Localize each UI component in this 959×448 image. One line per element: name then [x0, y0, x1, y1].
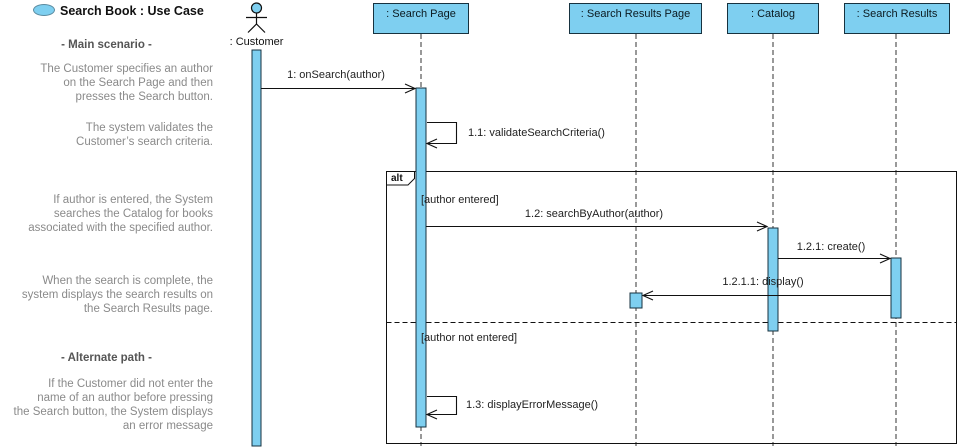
guard-author-entered: [author entered] — [421, 194, 499, 206]
diagram-title: Search Book : Use Case — [60, 4, 204, 18]
activation-search-results[interactable] — [890, 257, 902, 319]
alt-fragment-frame[interactable] — [386, 171, 957, 444]
note-heading-main-scenario: - Main scenario - — [61, 39, 152, 51]
activation-search-page[interactable] — [415, 87, 427, 428]
actor-customer-icon[interactable] — [246, 2, 267, 33]
message-validate-label: 1.1: validateSearchCriteria() — [468, 127, 605, 139]
message-onsearch-arrow[interactable] — [261, 83, 417, 94]
message-displayerror-label: 1.3: displayErrorMessage() — [466, 399, 599, 411]
activation-customer[interactable] — [251, 49, 262, 447]
lifeline-head-catalog[interactable]: : Catalog — [727, 3, 819, 34]
lifeline-head-search-page-label: : Search Page — [386, 8, 456, 20]
message-searchbyauthor-label: 1.2: searchByAuthor(author) — [524, 208, 664, 220]
actor-customer-label: : Customer — [229, 36, 284, 48]
message-validate-self-arrow[interactable] — [425, 121, 458, 149]
activation-search-results-page[interactable] — [629, 292, 643, 309]
message-searchbyauthor-arrow[interactable] — [426, 221, 769, 232]
message-display-arrow[interactable] — [641, 290, 891, 301]
lifeline-head-search-page[interactable]: : Search Page — [373, 3, 469, 34]
guard-author-not-entered: [author not entered] — [421, 332, 518, 344]
lifeline-head-search-results-page-label: : Search Results Page — [580, 8, 691, 20]
message-create-label: 1.2.1: create() — [796, 241, 866, 253]
lifeline-head-search-results[interactable]: : Search Results — [844, 3, 950, 34]
lifeline-head-search-results-label: : Search Results — [856, 8, 938, 20]
use-case-oval-icon — [33, 4, 55, 16]
message-displayerror-self-arrow[interactable] — [425, 395, 458, 420]
lifeline-head-catalog-label: : Catalog — [750, 8, 796, 20]
activation-catalog[interactable] — [767, 227, 779, 332]
message-display-label: 1.2.1.1: display() — [722, 276, 804, 288]
message-create-arrow[interactable] — [778, 253, 892, 264]
lifeline-head-search-results-page[interactable]: : Search Results Page — [569, 3, 702, 34]
note-heading-alternate-path: - Alternate path - — [61, 352, 152, 364]
alt-operator-label: alt — [391, 173, 403, 184]
alt-operator-pentagon — [386, 171, 415, 186]
message-onsearch-label: 1: onSearch(author) — [287, 69, 385, 81]
